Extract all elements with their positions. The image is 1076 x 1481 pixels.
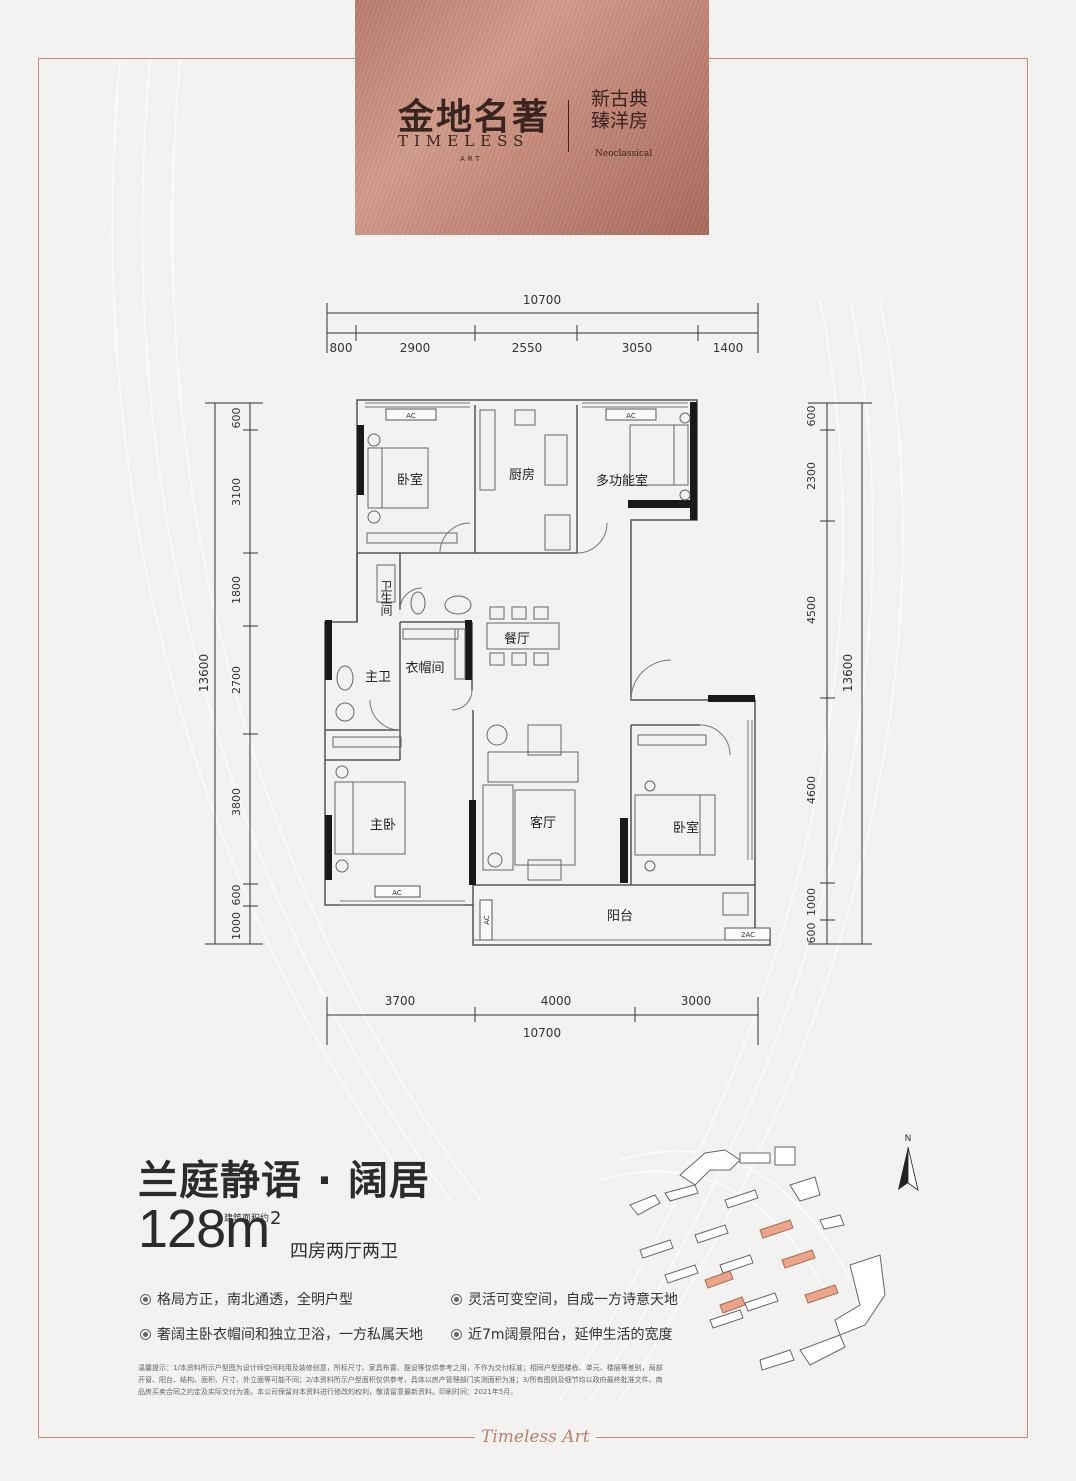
unit-area-note: 建筑面积约 — [224, 1214, 270, 1224]
feature-item: 灵活可变空间，自成一方诗意天地 — [451, 1289, 678, 1309]
unit-area: 128m — [138, 1199, 270, 1259]
top-dim-1: 2900 — [400, 341, 431, 355]
ac-label-2: AC — [392, 889, 402, 897]
ac-boxes — [374, 408, 771, 941]
brand-name-cn: 金地名著 — [398, 97, 551, 138]
top-dim-0: 800 — [330, 341, 353, 355]
room-living: 客厅 — [530, 815, 556, 831]
bullet-icon — [140, 1294, 151, 1305]
left-dim-4: 3800 — [230, 788, 243, 816]
right-dim-3: 4600 — [805, 776, 818, 804]
left-dimensions — [205, 402, 263, 945]
ac-label-1: AC — [626, 412, 636, 420]
top-dimensions — [326, 303, 759, 353]
wall-accents — [325, 402, 755, 885]
site-map: N — [629, 1134, 919, 1371]
bullet-icon — [140, 1329, 151, 1340]
furniture — [332, 409, 749, 916]
windows — [340, 402, 770, 941]
ac-label-0: AC — [406, 412, 416, 420]
bottom-dim-0: 3700 — [385, 994, 416, 1008]
left-dim-3: 2700 — [230, 666, 243, 694]
right-dim-1: 2300 — [805, 462, 818, 490]
room-bedroom-se: 卧室 — [673, 820, 699, 836]
right-dim-4: 1000 — [805, 888, 818, 916]
compass-icon: N — [898, 1134, 919, 1191]
doors — [369, 522, 731, 756]
unit-title: 兰庭静语 · 阔居 — [138, 1158, 431, 1204]
unit-layout-type: 四房两厅两卫 — [290, 1241, 398, 1262]
top-dim-2: 2550 — [512, 341, 543, 355]
room-master-bath: 主卫 — [365, 670, 391, 685]
footer-logo: Timeless Art — [475, 1427, 596, 1447]
ac-label-4: 2AC — [741, 931, 755, 939]
room-walkin-closet: 衣帽间 — [405, 660, 444, 676]
walls — [324, 399, 771, 946]
bottom-dim-1: 4000 — [541, 994, 572, 1008]
room-master-bedroom: 主卧 — [370, 818, 396, 833]
right-dim-0: 600 — [805, 406, 818, 427]
bottom-total-dim: 10700 — [523, 1026, 561, 1040]
feature-item: 近7m阔景阳台，延伸生活的宽度 — [451, 1324, 673, 1344]
compass-label: N — [905, 1134, 912, 1144]
series-name-cn: 新古典 臻洋房 — [591, 88, 649, 132]
right-total-dim: 13600 — [841, 654, 855, 692]
feature-item: 格局方正，南北通透，全明户型 — [140, 1289, 353, 1309]
brand-logo-panel: 金地名著 TIMELESS ART 新古典 臻洋房 Neoclassical — [355, 0, 709, 235]
top-dim-3: 3050 — [622, 341, 653, 355]
room-balcony: 阳台 — [607, 909, 633, 924]
bottom-dim-2: 3000 — [681, 994, 712, 1008]
logo-divider — [568, 100, 569, 152]
room-multi: 多功能室 — [596, 473, 648, 489]
top-dim-4: 1400 — [713, 341, 744, 355]
left-dim-5: 600 — [230, 885, 243, 906]
ac-label-3: AC — [483, 915, 491, 925]
left-dim-1: 3100 — [230, 478, 243, 506]
room-bedroom-nw: 卧室 — [397, 472, 423, 488]
floor-plan: 10700 800 2900 2550 3050 1400 3700 4000 … — [197, 293, 872, 1045]
feature-item: 奢阔主卧衣帽间和独立卫浴，一方私属天地 — [140, 1324, 423, 1344]
left-dim-0: 600 — [230, 408, 243, 429]
room-kitchen: 厨房 — [509, 467, 535, 483]
top-total-dim: 10700 — [523, 293, 561, 307]
left-dim-2: 1800 — [230, 576, 243, 604]
bullet-icon — [451, 1294, 462, 1305]
room-bathroom: 卫生间 — [379, 580, 393, 616]
brand-name-en: TIMELESS — [398, 132, 530, 150]
disclaimer-text: 温馨提示：1/本资料所示户型图为设计师空间利用及装修创意，所标尺寸、家具布置、摆… — [138, 1364, 663, 1396]
right-dim-2: 4500 — [805, 596, 818, 624]
right-dim-5: 600 — [805, 923, 818, 944]
brand-name-art: ART — [460, 155, 483, 163]
highlight-buildings — [704, 1219, 839, 1314]
unit-area-superscript: 2 — [270, 1208, 282, 1229]
series-name-en: Neoclassical — [595, 149, 653, 159]
left-dim-6: 1000 — [230, 912, 243, 940]
room-dining: 餐厅 — [504, 631, 530, 647]
right-dimensions — [808, 402, 872, 945]
bottom-dimensions — [326, 997, 759, 1045]
left-total-dim: 13600 — [197, 654, 211, 692]
bullet-icon — [451, 1329, 462, 1340]
